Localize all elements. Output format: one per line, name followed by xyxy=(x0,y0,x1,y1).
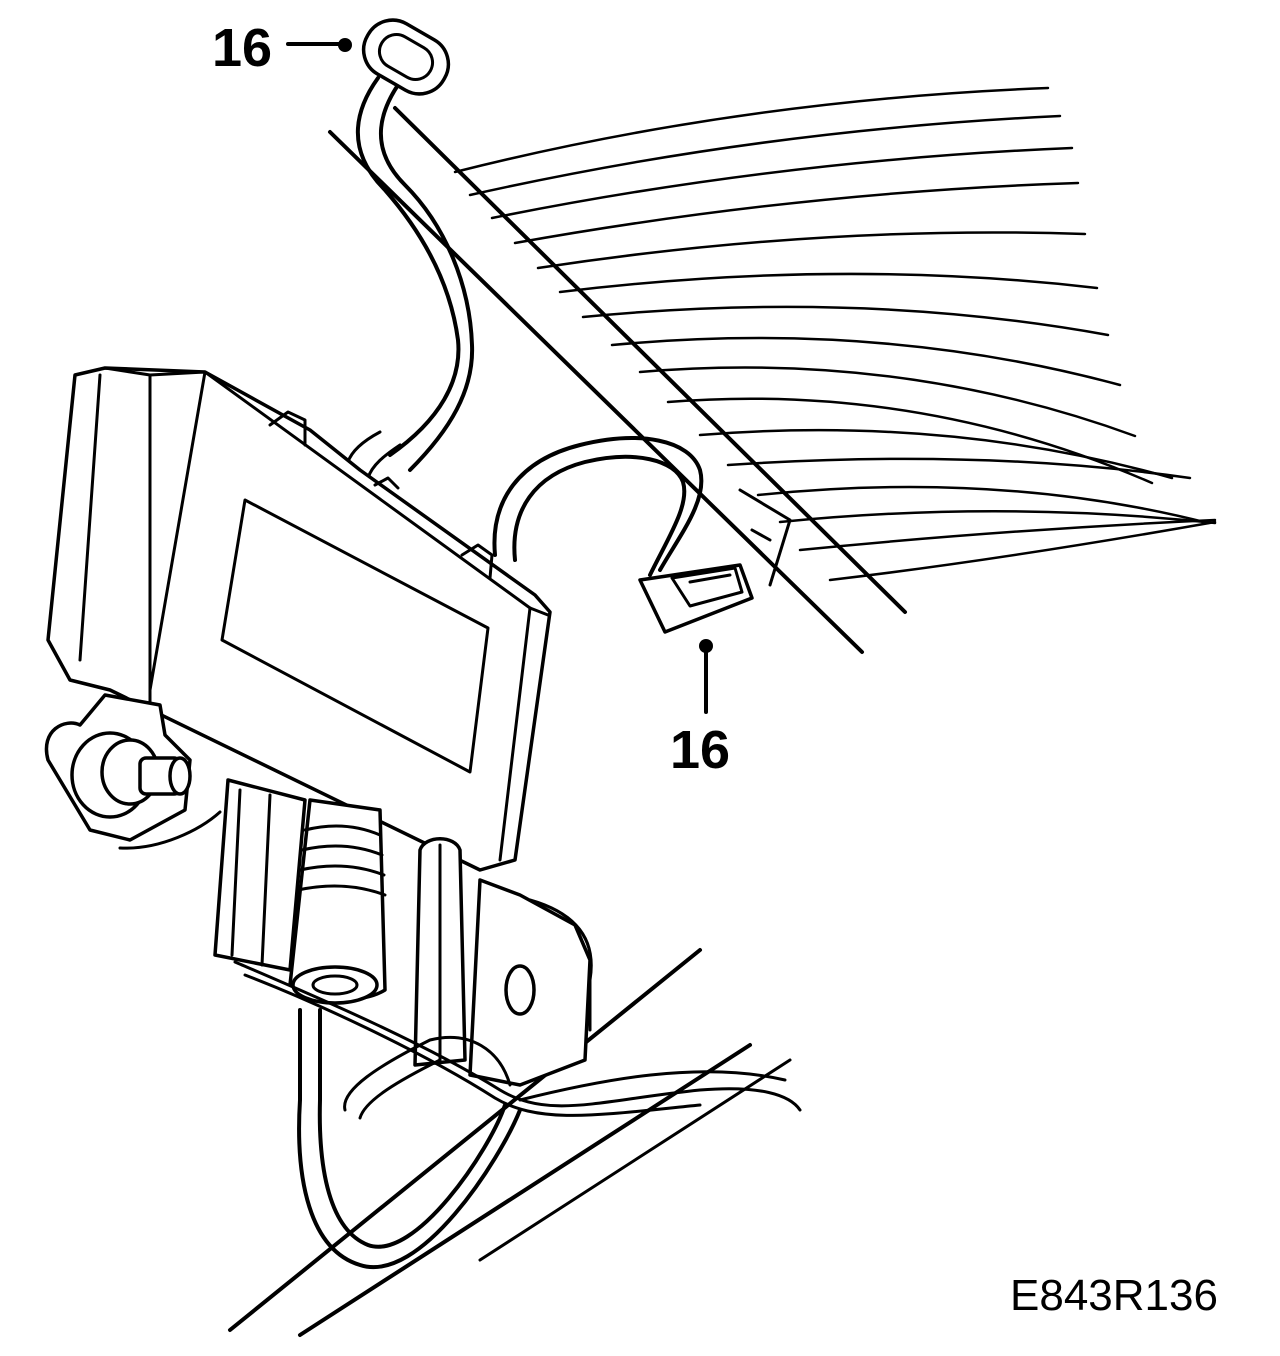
reference-code: E843R136 xyxy=(1010,1271,1218,1320)
window-heating-lines xyxy=(453,86,1217,582)
top-callout-label: 16 xyxy=(212,18,272,78)
control-module xyxy=(46,366,552,872)
side-connector xyxy=(638,563,754,634)
module-label-area xyxy=(220,498,490,774)
callout-leaders xyxy=(286,38,713,714)
loop-wire xyxy=(492,436,704,577)
upper-wire xyxy=(346,18,475,480)
mounting-bolt xyxy=(44,693,222,850)
module-connectors xyxy=(213,778,592,1087)
bottom-callout-dot xyxy=(699,639,713,653)
window-frame xyxy=(328,106,907,654)
bottom-callout-label: 16 xyxy=(670,720,730,780)
top-callout-dot xyxy=(338,38,352,52)
lower-wires xyxy=(233,960,802,1270)
